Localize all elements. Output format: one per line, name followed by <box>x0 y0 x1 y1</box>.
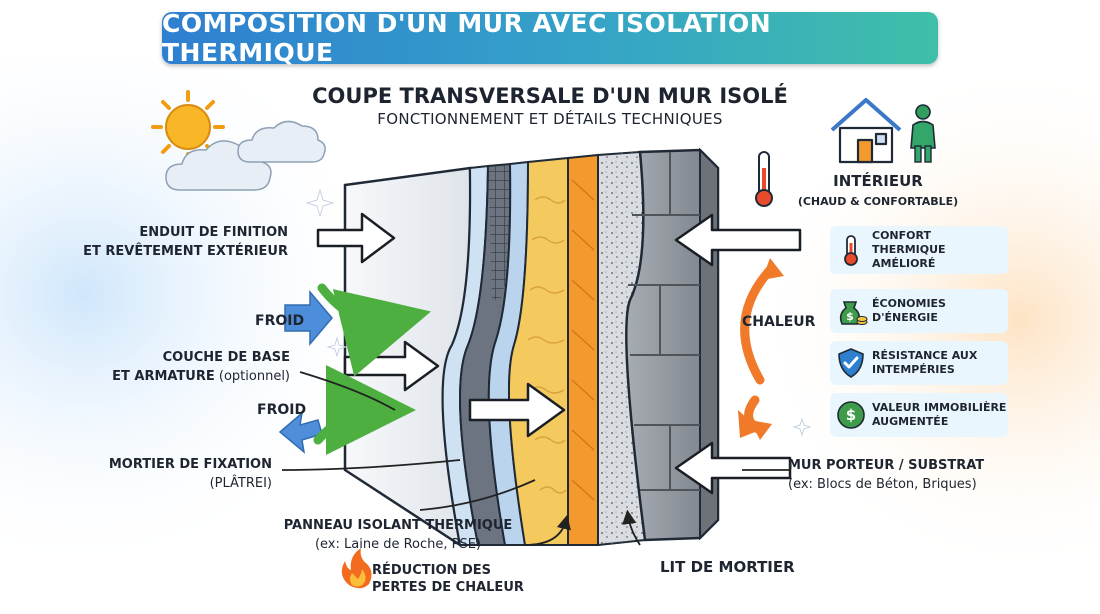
label-reduction-line2: PERTES DE CHALEUR <box>372 580 524 595</box>
label-mur-porteur: MUR PORTEUR / SUBSTRAT (ex: Blocs de Bét… <box>788 456 984 494</box>
benefit-economies-line1: ÉCONOMIES <box>872 297 946 310</box>
label-couche-line2: ET ARMATURE <box>112 369 215 384</box>
benefit-confort: CONFORT THERMIQUE AMÉLIORÉ <box>830 226 1008 274</box>
leader-panneau <box>419 479 536 511</box>
label-lit-mortier: LIT DE MORTIER <box>660 558 795 576</box>
benefit-valeur-line1: VALEUR IMMOBILIÈRE <box>872 401 1007 414</box>
cold-arrow-top <box>284 289 333 347</box>
leader-reduction <box>524 514 571 546</box>
label-panneau-line2: (ex: Laine de Roche, PSE) <box>314 537 482 552</box>
label-panneau: PANNEAU ISOLANT THERMIQUE (ex: Laine de … <box>263 516 533 554</box>
label-reduction: RÉDUCTION DES PERTES DE CHALEUR <box>372 562 524 596</box>
benefit-valeur-line2: AUGMENTÉE <box>872 415 949 428</box>
svg-text:$: $ <box>846 406 856 424</box>
page-title: COMPOSITION D'UN MUR AVEC ISOLATION THER… <box>162 9 772 67</box>
leader-froid-1 <box>299 371 396 411</box>
person-icon <box>910 104 936 163</box>
benefit-confort-line2: THERMIQUE <box>872 243 946 256</box>
benefit-economies-line2: D'ÉNERGIE <box>872 311 938 324</box>
label-reduction-line1: RÉDUCTION DES <box>372 563 491 578</box>
label-enduit-line2: ET REVÊTEMENT EXTÉRIEUR <box>83 244 288 259</box>
label-panneau-line1: PANNEAU ISOLANT THERMIQUE <box>283 518 513 533</box>
label-couche-line1: COUCHE DE BASE <box>162 350 290 365</box>
heat-arrow-top <box>740 265 775 385</box>
label-interieur-sub: (CHAUD & CONFORTABLE) <box>797 195 959 208</box>
label-froid-top: FROID <box>255 313 305 329</box>
benefit-valeur: $ VALEUR IMMOBILIÈRE AUGMENTÉE <box>830 393 1008 437</box>
label-enduit: ENDUIT DE FINITION ET REVÊTEMENT EXTÉRIE… <box>83 223 288 261</box>
label-mur-line2: (ex: Blocs de Béton, Briques) <box>788 477 977 492</box>
section-subtitle-2: FONCTIONNEMENT ET DÉTAILS TECHNIQUES <box>377 110 723 128</box>
insulation-panel-yellow <box>508 156 569 546</box>
benefit-resistance-line2: INTEMPÉRIES <box>872 363 955 376</box>
thermometer-icon <box>844 235 858 266</box>
dollar-coin-icon: $ <box>837 401 865 429</box>
benefit-resistance: RÉSISTANCE AUX INTEMPÉRIES <box>830 341 1008 385</box>
green-arrow-bottom <box>313 365 416 456</box>
cloud-icon <box>165 120 326 191</box>
arrow-mortier <box>468 382 566 438</box>
section-subtitle: COUPE TRANSVERSALE D'UN MUR ISOLÉ <box>312 84 788 108</box>
label-chaleur: CHALEUR <box>742 314 816 330</box>
label-couche-optional: (optionnel) <box>214 369 290 384</box>
flame-icon <box>341 548 372 589</box>
green-arrow-top <box>317 283 431 377</box>
benefit-economies: $ ÉCONOMIES D'ÉNERGIE <box>830 289 1008 333</box>
money-bag-icon: $ <box>839 301 868 325</box>
label-froid-bottom: FROID <box>257 402 307 418</box>
benefit-confort-line1: CONFORT <box>872 229 931 242</box>
label-mortier: MORTIER DE FIXATION (PLÂTREI) <box>109 455 272 493</box>
leader-lit <box>622 509 641 546</box>
title-banner: COMPOSITION D'UN MUR AVEC ISOLATION THER… <box>162 9 938 67</box>
label-mortier-line2: (PLÂTREI) <box>209 476 272 491</box>
benefit-resistance-line1: RÉSISTANCE AUX <box>872 349 978 362</box>
label-mur-line1: MUR PORTEUR / SUBSTRAT <box>788 458 985 473</box>
label-mortier-line1: MORTIER DE FIXATION <box>108 457 272 472</box>
house-icon <box>830 98 902 164</box>
thermometer-icon <box>755 151 773 207</box>
arrow-enduit <box>316 212 396 264</box>
label-couche: COUCHE DE BASE ET ARMATURE (optionnel) <box>112 348 290 386</box>
arrow-mur <box>674 441 792 495</box>
arrow-interieur <box>674 213 802 267</box>
label-interieur: INTÉRIEUR <box>833 172 923 190</box>
svg-text:$: $ <box>846 310 854 323</box>
label-enduit-line1: ENDUIT DE FINITION <box>139 225 288 240</box>
benefit-confort-line3: AMÉLIORÉ <box>872 257 936 270</box>
leader-mortier <box>281 459 461 471</box>
shield-icon <box>838 348 864 378</box>
